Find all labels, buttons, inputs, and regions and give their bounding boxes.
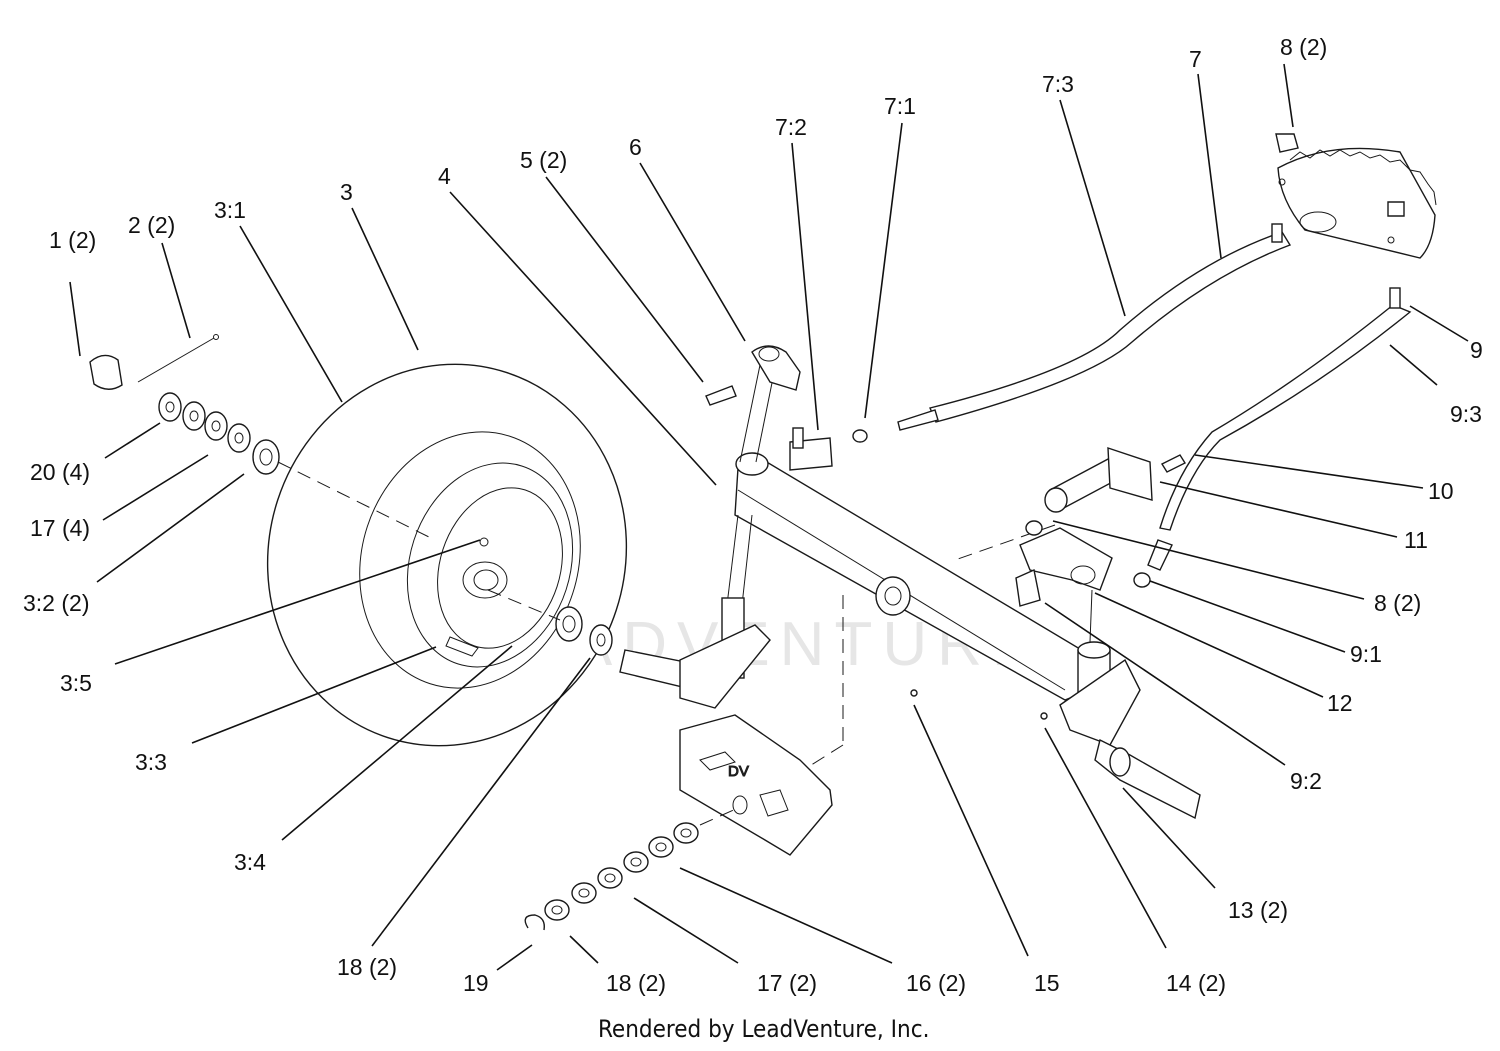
callout-3-5: 3:5 <box>60 670 92 696</box>
axle-mount-bracket: DV <box>679 714 833 856</box>
callout-12: 12 <box>1327 690 1353 716</box>
callout-18-bottom: 18 (2) <box>606 970 666 996</box>
footer-credit: Rendered by LeadVenture, Inc. <box>598 1015 929 1043</box>
grease-fitting-15 <box>910 689 918 697</box>
callout-17-left: 17 (4) <box>30 515 90 541</box>
callout-labels: 1 (2) 2 (2) 3:1 3 4 5 (2) 6 7:2 7:1 7:3 … <box>23 34 1483 996</box>
hub-cap-and-washers <box>89 334 280 475</box>
left-spindle <box>619 364 776 709</box>
callout-3-1: 3:1 <box>214 197 246 223</box>
callout-11: 11 <box>1404 527 1428 553</box>
callout-7-3: 7:3 <box>1042 71 1074 97</box>
callout-7: 7 <box>1189 46 1202 72</box>
callout-3-2: 3:2 (2) <box>23 590 89 616</box>
callout-9: 9 <box>1470 337 1483 363</box>
steering-sector-gear <box>1275 133 1437 259</box>
pivot-washer-stack <box>524 807 739 931</box>
callout-10: 10 <box>1428 478 1454 504</box>
callout-3: 3 <box>340 179 353 205</box>
grease-fitting-14 <box>1040 712 1048 720</box>
callout-3-4: 3:4 <box>234 849 266 875</box>
callout-8-top: 8 (2) <box>1280 34 1327 60</box>
steering-arm-12 <box>1015 520 1113 607</box>
leader-lines <box>69 63 1469 971</box>
callout-1: 1 (2) <box>49 227 96 253</box>
callout-5: 5 (2) <box>520 147 567 173</box>
callout-7-2: 7:2 <box>775 114 807 140</box>
callout-16: 16 (2) <box>906 970 966 996</box>
callout-9-3: 9:3 <box>1450 401 1482 427</box>
callout-18-mid: 18 (2) <box>337 954 397 980</box>
callout-13: 13 (2) <box>1228 897 1288 923</box>
callout-15: 15 <box>1034 970 1060 996</box>
right-spindle <box>1059 589 1201 820</box>
pivot-bracket-11 <box>1044 447 1187 513</box>
callout-7-1: 7:1 <box>884 93 916 119</box>
wheel-bearings-and-spacers <box>555 606 613 656</box>
callout-3-3: 3:3 <box>135 749 167 775</box>
callout-9-2: 9:2 <box>1290 768 1322 794</box>
callout-4: 4 <box>438 163 451 189</box>
callout-6: 6 <box>629 134 642 160</box>
callout-20: 20 (4) <box>30 459 90 485</box>
drag-link-7 <box>789 223 1292 471</box>
callout-2: 2 (2) <box>128 212 175 238</box>
tie-rod-9 <box>1133 287 1412 588</box>
callout-17-bottom: 17 (2) <box>757 970 817 996</box>
callout-8-mid: 8 (2) <box>1374 590 1421 616</box>
callout-9-1: 9:1 <box>1350 641 1382 667</box>
steering-arm-6 <box>705 345 801 406</box>
svg-text:DV: DV <box>728 763 749 780</box>
callout-19: 19 <box>463 970 489 996</box>
callout-14: 14 (2) <box>1166 970 1226 996</box>
wheel-tire <box>266 363 628 747</box>
